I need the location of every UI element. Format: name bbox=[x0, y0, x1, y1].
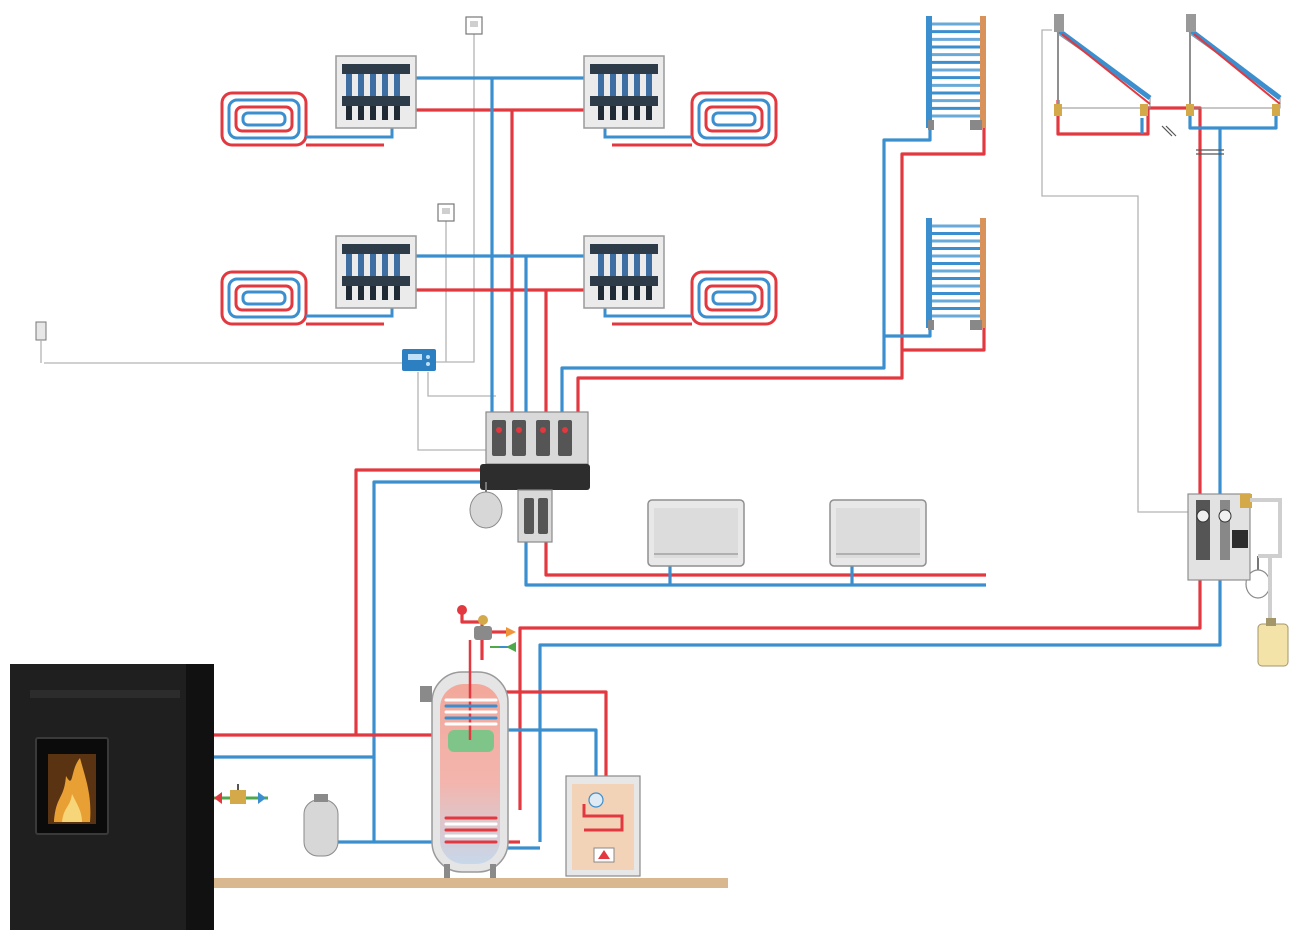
hot-water-outlet-arrow bbox=[506, 627, 516, 637]
manifold-icon bbox=[480, 411, 590, 543]
pellet-stove-icon bbox=[10, 664, 214, 930]
manifold-upper-right bbox=[583, 55, 665, 129]
boiler-icon bbox=[565, 775, 641, 877]
control-wiring bbox=[44, 29, 1190, 513]
floor-loop-bottom-right bbox=[690, 270, 778, 326]
expansion-vessel-icon bbox=[303, 794, 339, 857]
floor-loop-icon bbox=[690, 91, 778, 147]
solar-pump-station bbox=[1187, 493, 1282, 624]
outdoor-temperature-sensor bbox=[35, 321, 47, 363]
room-thermostat-lower[interactable] bbox=[437, 203, 455, 222]
thermostatic-mixing-valve bbox=[457, 605, 492, 640]
solar-collector-2 bbox=[1186, 14, 1282, 116]
towel-radiator-upper bbox=[926, 16, 986, 130]
lower-heat-exchanger-coil bbox=[444, 816, 498, 844]
floor-loop-top-left bbox=[220, 91, 308, 147]
hot-water-storage-tank bbox=[420, 640, 509, 878]
solar-collector-1 bbox=[1054, 14, 1152, 116]
upper-heat-exchanger-coil bbox=[444, 698, 498, 726]
glycol-container bbox=[1257, 618, 1289, 667]
pellet-stove bbox=[10, 664, 214, 930]
solar-collector-icon bbox=[1186, 14, 1282, 116]
manifold-upper-left bbox=[335, 55, 417, 129]
pipe-break-marks bbox=[1161, 125, 1224, 155]
towel-radiator-icon bbox=[926, 16, 986, 130]
floor-loop-bottom-left bbox=[220, 270, 308, 326]
solar-station-icon bbox=[1187, 493, 1282, 624]
cold-water-inlet-arrow bbox=[506, 642, 516, 652]
stove-drain-valve bbox=[214, 784, 268, 804]
room-thermostat-upper[interactable] bbox=[465, 16, 483, 35]
hydraulic-distribution-manifold bbox=[480, 411, 590, 543]
panel-radiator-2 bbox=[829, 499, 927, 567]
panel-radiator-1 bbox=[647, 499, 745, 567]
mixing-valve-icon bbox=[457, 605, 492, 640]
expansion-vessel-icon bbox=[469, 482, 503, 529]
manifold-lower-left bbox=[335, 235, 417, 309]
floor-line bbox=[210, 878, 728, 888]
towel-radiator-icon bbox=[926, 218, 986, 330]
sensor-icon bbox=[35, 321, 47, 341]
panel-radiator-icon bbox=[829, 499, 927, 567]
floor-loop-icon bbox=[220, 270, 308, 326]
towel-radiator-lower bbox=[926, 218, 986, 330]
expansion-vessel-manifold bbox=[469, 482, 503, 529]
distribution-pipes bbox=[214, 76, 1278, 850]
climate-controller[interactable] bbox=[402, 349, 436, 371]
manifold-lower-right bbox=[583, 235, 665, 309]
expansion-vessel-stove bbox=[303, 794, 339, 857]
canister-icon bbox=[1257, 618, 1289, 667]
floor-loop-icon bbox=[220, 91, 308, 147]
panel-radiator-icon bbox=[647, 499, 745, 567]
floor-loop-icon bbox=[690, 270, 778, 326]
wall-mounted-boiler bbox=[565, 775, 641, 877]
solar-collector-icon bbox=[1054, 14, 1152, 116]
floor-loop-top-right bbox=[690, 91, 778, 147]
